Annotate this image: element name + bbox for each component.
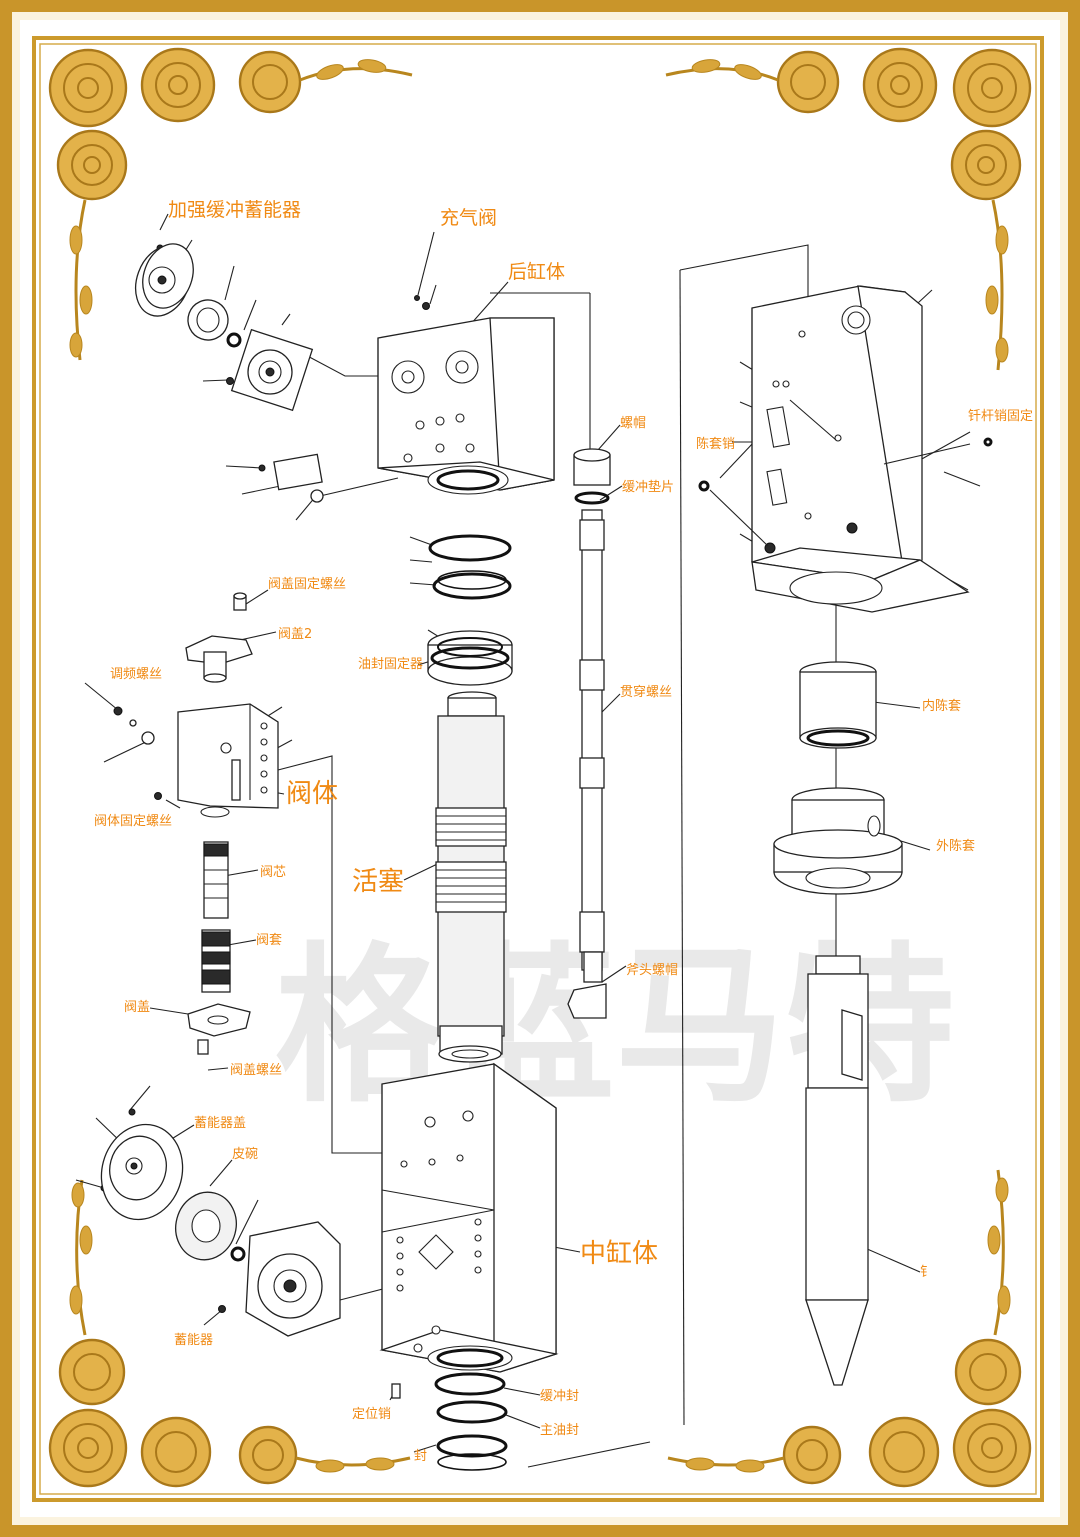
label-valve-body-fix-screw: 阀体固定螺丝: [94, 814, 172, 829]
label-chisel: 钅: [920, 1265, 933, 1280]
label-adjust-screw: 调频螺丝: [110, 667, 162, 682]
rose-ornament-bottom-left: [48, 1179, 411, 1488]
label-nut: 螺帽: [620, 415, 646, 431]
rose-ornament-top-right: [665, 47, 1032, 371]
label-rear-cylinder: 后缸体: [508, 261, 565, 283]
piston: [435, 691, 507, 1063]
label-valve-sleeve: 阀套: [256, 932, 282, 948]
middle-cylinder-block: [379, 1062, 559, 1399]
label-enhanced-accumulator: 加强缓冲蓄能器: [168, 199, 301, 221]
label-locating-pin: 定位销: [352, 1407, 391, 1422]
rear-cylinder-block: [258, 295, 555, 503]
label-oil-seal-retainer: 油封固定器: [358, 657, 423, 672]
label-valve-cover-fix-screw: 阀盖固定螺丝: [268, 577, 346, 592]
label-main-oil-seal: 主油封: [540, 1423, 579, 1438]
label-inner-bushing: 内陈套: [922, 698, 961, 714]
label-bushing-pin: 陈套销: [696, 436, 735, 452]
through-bolt: [567, 448, 611, 1019]
label-valve-cover: 阀盖: [124, 1000, 150, 1015]
label-valve-body: 阀体: [286, 779, 338, 809]
label-valve-cover-2: 阀盖2: [278, 627, 312, 642]
label-valve-core: 阀芯: [260, 865, 286, 880]
label-accumulator: 蓄能器: [174, 1333, 213, 1348]
outer-bushing: [773, 787, 903, 895]
label-rod-pin-fix: 钎杆销固定: [968, 409, 1033, 424]
label-seal-bottom: 封: [414, 1449, 427, 1464]
chisel: [805, 955, 869, 1386]
label-middle-cylinder: 中缸体: [580, 1239, 658, 1269]
seal-rings-upper: [427, 534, 513, 686]
label-charge-valve: 充气阀: [440, 207, 497, 229]
part-labels: 加强缓冲蓄能器 充气阀 后缸体 螺帽 缓冲垫片 陈套销 钎杆销固定 阀盖固定螺丝…: [94, 199, 1033, 1464]
rose-ornament-top-left: [48, 47, 413, 361]
front-head-block: [698, 285, 993, 613]
label-through-bolt: 贯穿螺丝: [620, 684, 672, 700]
enhanced-accumulator-assembly: [134, 243, 314, 412]
label-buffer-seal: 缓冲封: [540, 1389, 579, 1404]
label-valve-cover-screw: 阀盖螺丝: [230, 1063, 282, 1078]
rose-ornament-bottom-right: [667, 1169, 1032, 1488]
label-outer-bushing: 外陈套: [936, 838, 975, 854]
label-accumulator-cover: 蓄能器盖: [194, 1116, 246, 1131]
accumulator-assembly: [100, 1108, 341, 1337]
label-buffer-washer: 缓冲垫片: [622, 479, 674, 495]
valve-assembly: [113, 592, 279, 1055]
label-piston: 活塞: [352, 867, 404, 897]
label-diaphragm: 皮碗: [232, 1146, 258, 1162]
seal-rings-lower: [434, 1372, 508, 1471]
label-hammer-nut: 斧头螺帽: [626, 962, 678, 978]
inner-bushing: [799, 661, 877, 749]
